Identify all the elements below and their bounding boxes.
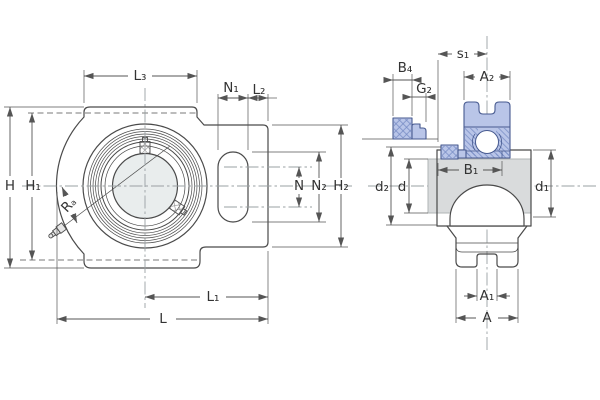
dim-label-d1: d₁: [535, 179, 549, 195]
bearing-cross-section: [440, 101, 511, 160]
dim-label-H: H: [5, 178, 15, 194]
dim-label-L1: L₁: [207, 289, 220, 305]
dim-label-G2: G₂: [416, 81, 432, 97]
dim-label-N1: N₁: [223, 80, 239, 96]
dim-label-B1: B₁: [464, 162, 479, 178]
housing-arch: [449, 184, 525, 227]
locking-collar: [440, 144, 467, 160]
housing-column: [455, 237, 519, 268]
dim-label-L2: L₂: [253, 82, 266, 98]
dimensions-side: s₁ A₂ B₄ G₂ B₁ d₂ d d₁ A₁ A: [375, 46, 556, 326]
housing-top-boss: [463, 101, 511, 128]
set-screw-side-icon: [168, 199, 188, 216]
dim-label-d: d: [398, 179, 407, 195]
dimensions-front: L₃ N₁ L₂ H H₁ Rₐ N N₂ H₂ L₁ L: [4, 68, 349, 327]
dim-label-d2: d₂: [375, 179, 389, 195]
dim-label-A: A: [482, 310, 492, 326]
grease-fitting-icon: [48, 222, 68, 239]
dim-label-s1: s₁: [457, 46, 469, 62]
dim-label-L: L: [159, 311, 167, 327]
take-up-slot: [217, 151, 249, 223]
ball: [475, 130, 499, 154]
dim-label-A2: A₂: [480, 69, 495, 85]
dim-label-L3: L₃: [134, 68, 147, 84]
front-view: [20, 88, 352, 308]
dim-label-H2: H₂: [333, 178, 349, 194]
dim-label-B4: B₄: [398, 60, 413, 76]
dim-label-N2: N₂: [311, 178, 327, 194]
dim-label-A1: A₁: [480, 288, 495, 304]
dim-label-N: N: [294, 178, 304, 194]
locking-collar-detail: [362, 117, 438, 140]
dim-label-H1: H₁: [25, 178, 41, 194]
